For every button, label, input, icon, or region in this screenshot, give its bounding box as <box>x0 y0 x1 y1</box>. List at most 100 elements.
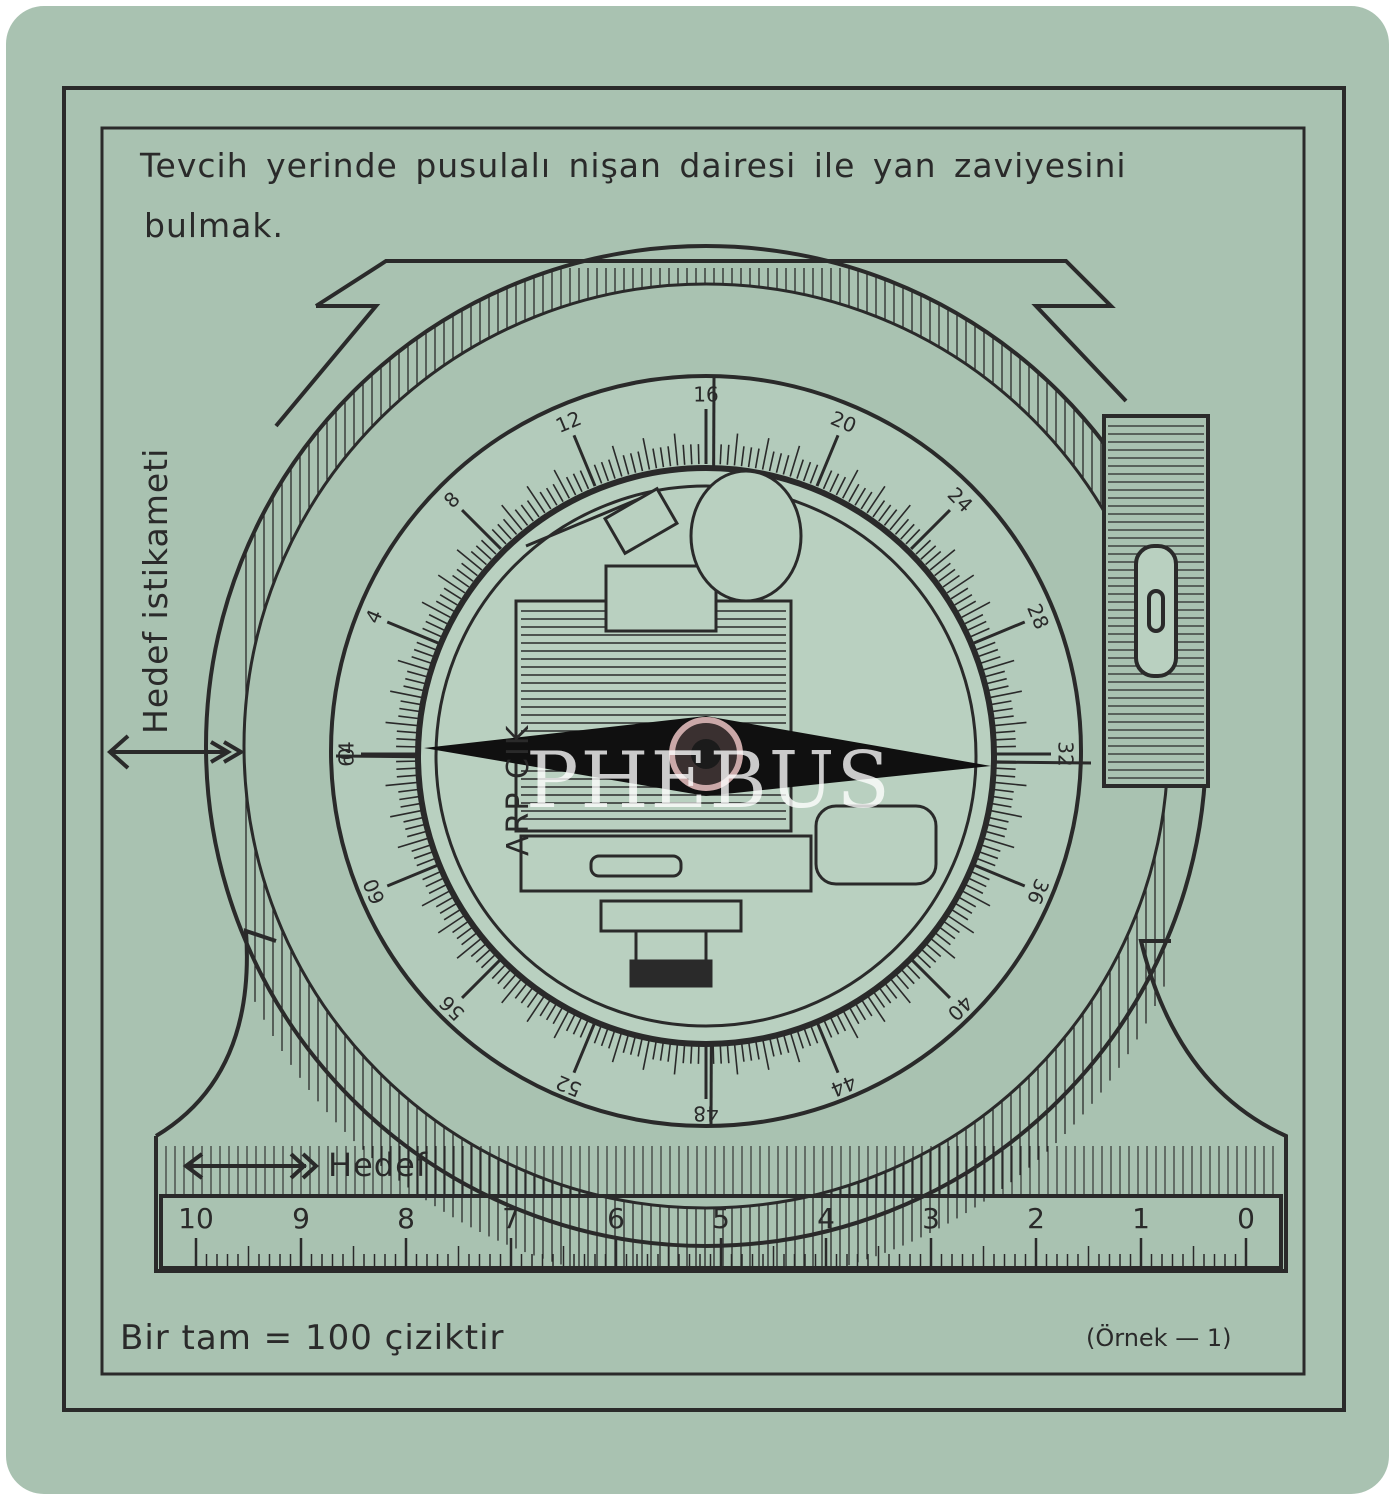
dial-tick <box>456 926 474 940</box>
base-outline <box>154 928 1288 1273</box>
dial-tick <box>809 464 819 484</box>
dial-tick <box>894 518 910 535</box>
dial-tick <box>520 986 534 1004</box>
dial-tick <box>993 788 1014 793</box>
dial-tick <box>398 715 419 720</box>
dial-tick <box>565 476 577 496</box>
dial-tick <box>520 504 534 522</box>
outer-frame <box>62 86 1346 1412</box>
dial-tick <box>403 685 424 692</box>
dial-tick <box>545 1002 558 1021</box>
dial-tick <box>995 767 1016 771</box>
dial-tick <box>460 508 502 550</box>
dial-tick <box>910 508 952 550</box>
dial-tick <box>866 994 886 1023</box>
dial-tick <box>667 446 672 467</box>
dial-tick <box>761 1038 770 1070</box>
dial-tick <box>822 1018 833 1038</box>
dial-tick <box>480 539 497 555</box>
dial-tick <box>572 473 583 493</box>
dial-tick <box>501 977 523 1004</box>
dial-tick <box>396 774 417 778</box>
dial-tick <box>822 470 833 490</box>
dial-tick <box>552 483 564 503</box>
ruler-number: 1 <box>1132 1202 1150 1235</box>
dial-tick <box>682 444 686 465</box>
ruler-number: 2 <box>1027 1202 1045 1235</box>
dial-tick <box>733 1042 739 1075</box>
dial-tick <box>422 627 442 638</box>
dial-tick <box>815 434 840 487</box>
dial-tick <box>991 700 1012 706</box>
dial-tick <box>934 931 951 946</box>
dial-tick <box>611 445 623 477</box>
dial-tick <box>981 844 1001 853</box>
dial-tick <box>400 802 421 808</box>
dial-tick <box>607 1029 616 1049</box>
dial-tick <box>386 863 439 888</box>
dial-tick <box>425 877 445 888</box>
dial-tick <box>910 958 952 1000</box>
dial-tick <box>883 982 898 999</box>
dial-tick <box>579 470 590 490</box>
dial-tick <box>841 1009 859 1039</box>
dial-tick <box>883 509 898 526</box>
dial-tick <box>978 850 999 860</box>
dial-tick <box>413 648 434 658</box>
dial-tick <box>497 968 512 985</box>
dial-tick <box>443 587 462 600</box>
dial-tick <box>600 461 610 482</box>
dial-tick <box>995 730 1016 734</box>
dial-tick <box>973 620 1026 645</box>
dial-tick <box>475 948 492 963</box>
dial-tick <box>642 438 651 470</box>
dial-tick <box>829 473 840 493</box>
ruler-number: 5 <box>712 1202 730 1235</box>
dial-tick <box>942 574 960 588</box>
dial-tick <box>622 1033 630 1053</box>
dial-tick <box>421 889 451 907</box>
dial-tick <box>894 973 910 990</box>
dial-tick <box>390 690 422 699</box>
dial-tick <box>993 715 1014 720</box>
dial-tick <box>437 574 466 594</box>
dial-tick <box>452 574 470 588</box>
dial-tick <box>878 986 892 1004</box>
target-direction-label: Hedef istikameti <box>136 447 175 734</box>
dial-tick <box>526 485 546 514</box>
dial-tick <box>768 451 775 472</box>
dial-tick <box>553 1009 571 1039</box>
dial-tick <box>860 998 873 1017</box>
dial-tick <box>629 453 637 473</box>
dial-tick <box>782 455 790 475</box>
dial-tick <box>920 948 937 963</box>
watermark: PHEBUS <box>526 736 892 826</box>
dial-tick <box>407 830 427 838</box>
dial-tick <box>428 883 448 895</box>
dial-tick <box>652 448 658 469</box>
dial-tick <box>456 568 474 582</box>
dial-tick <box>747 447 753 468</box>
dial-tick <box>915 953 932 969</box>
dial-tick <box>385 781 418 787</box>
title-line-2: bulmak. <box>144 206 284 245</box>
dial-tick <box>673 433 679 466</box>
dial-tick <box>416 857 436 867</box>
dial-tick <box>740 1041 745 1062</box>
dial-tick <box>659 1040 665 1061</box>
dial-tick <box>866 485 886 514</box>
ruler-number: 7 <box>502 1202 520 1235</box>
dial-tick <box>976 857 996 867</box>
dial-tick <box>991 802 1012 808</box>
target-arrow <box>182 1152 319 1180</box>
dial-tick <box>553 469 571 499</box>
dial-tick <box>637 1036 644 1057</box>
dial-tick <box>421 601 451 619</box>
dial-tick <box>396 737 417 741</box>
dial-tick <box>761 438 770 470</box>
dial-tick <box>422 870 442 881</box>
ruler-number: 9 <box>292 1202 310 1235</box>
